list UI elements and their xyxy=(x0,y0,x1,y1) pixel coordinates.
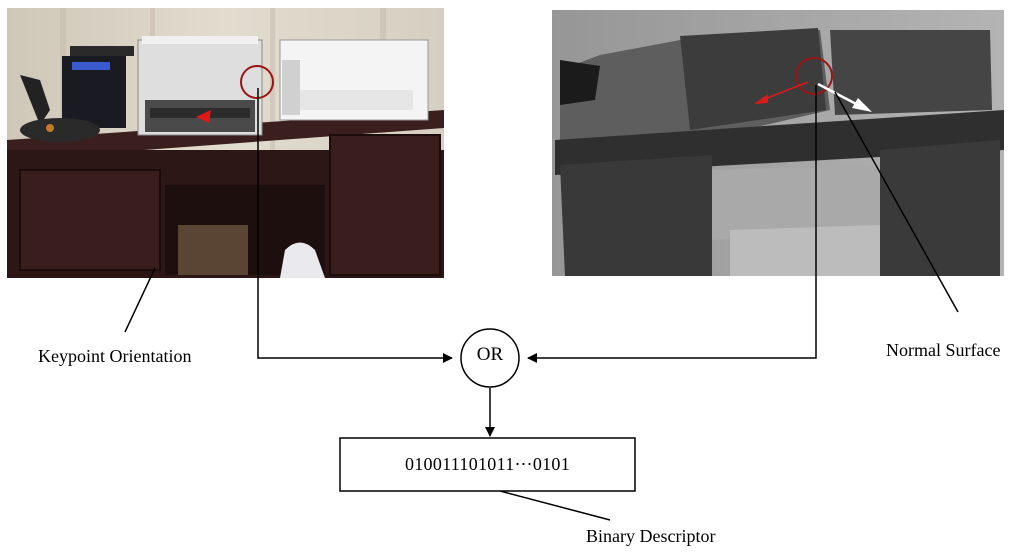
normal-surface-line xyxy=(817,82,861,108)
depth-to-or-connector xyxy=(527,85,817,363)
descriptor-bits: 010011101011⋯0101 xyxy=(404,454,571,474)
binary-descriptor-leader xyxy=(499,490,611,521)
rgb-to-or-connector xyxy=(257,88,453,363)
or-node-circle xyxy=(460,328,520,388)
normal-surface-leader xyxy=(834,91,959,313)
descriptor-box xyxy=(339,437,636,492)
rgb-desk-photo xyxy=(7,8,444,278)
keypoint-orientation-label: Keypoint Orientation xyxy=(38,346,192,366)
depth-map-image xyxy=(552,10,1004,276)
depth-orientation-arrow xyxy=(754,94,768,104)
or-node-label: OR xyxy=(476,344,504,365)
keypoint-marker-rgb xyxy=(240,65,274,99)
keypoint-orientation-arrow xyxy=(196,110,211,123)
normal-surface-label: Normal Surface xyxy=(886,340,1001,360)
normal-surface-arrow xyxy=(852,98,872,112)
depth-orientation-line xyxy=(761,81,809,101)
keypoint-marker-depth xyxy=(795,57,833,95)
binary-descriptor-label: Binary Descriptor xyxy=(586,526,716,546)
keypoint-orientation-leader xyxy=(124,267,156,333)
